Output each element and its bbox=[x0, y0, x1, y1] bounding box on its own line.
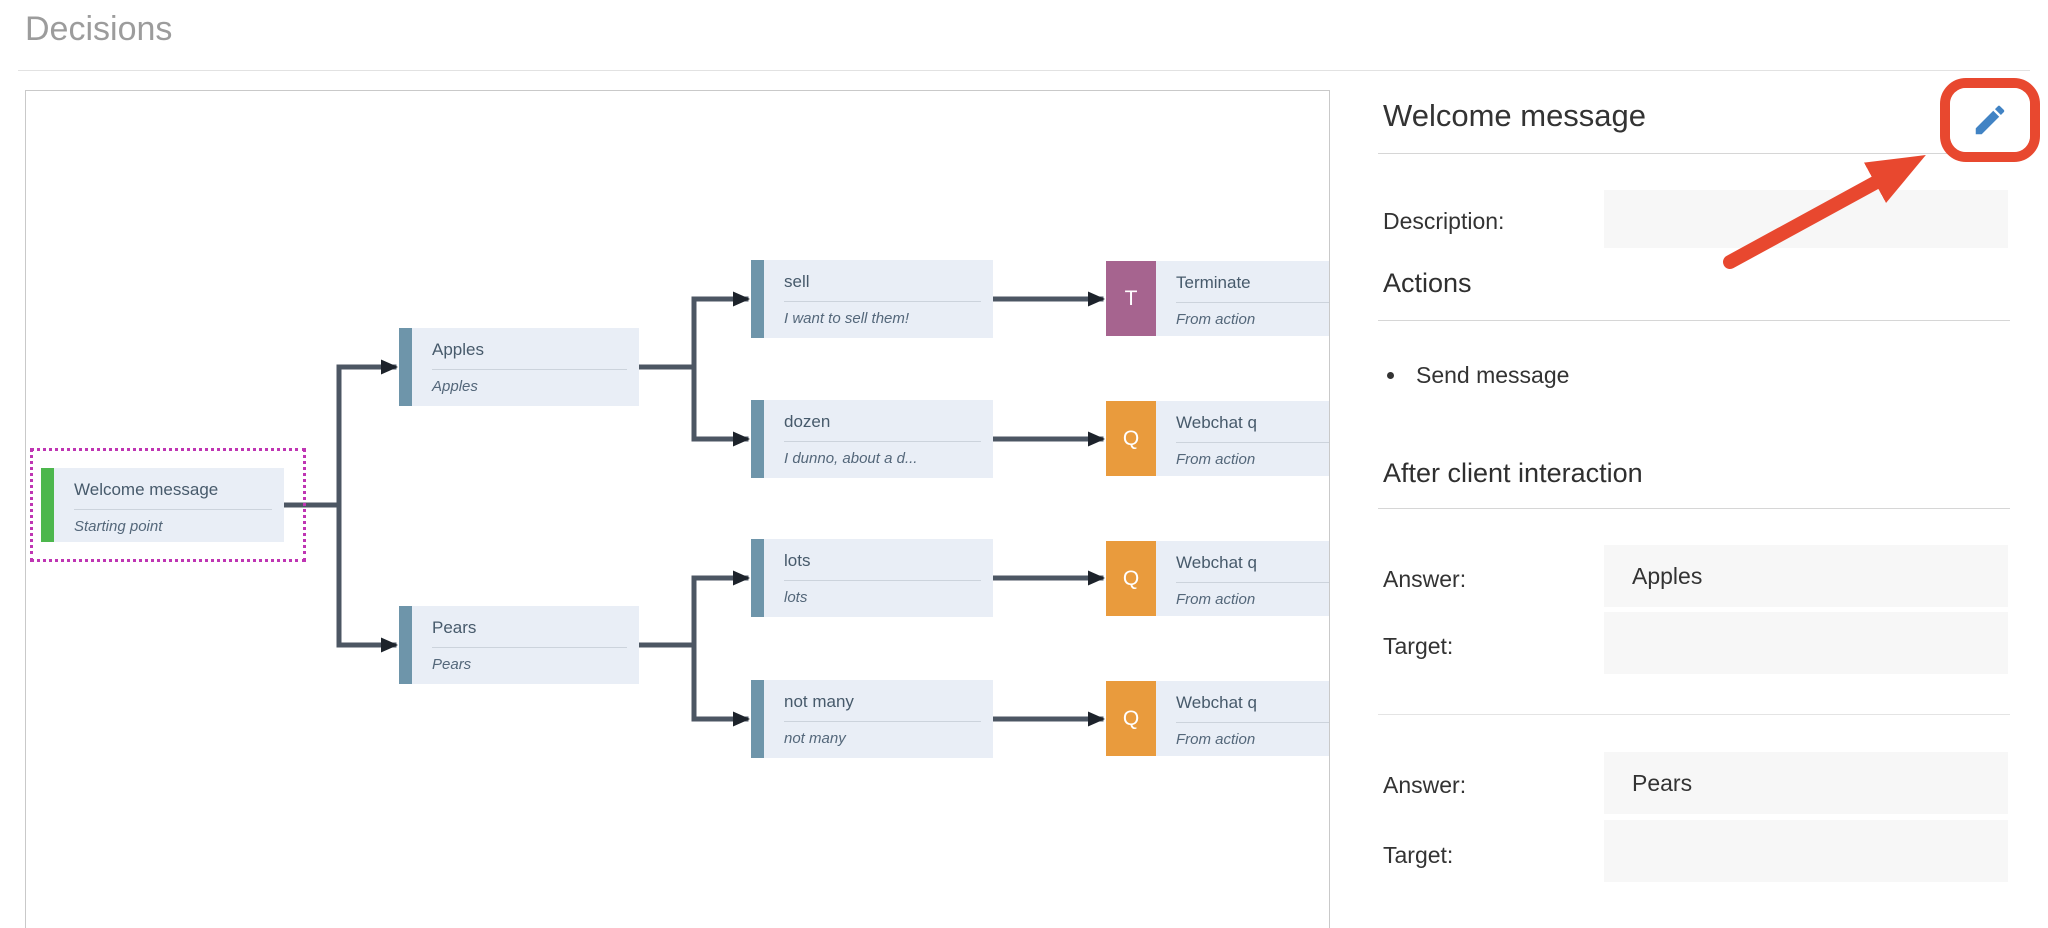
node-subtitle: Starting point bbox=[74, 518, 163, 535]
target-field bbox=[1604, 612, 2008, 674]
group-divider bbox=[1378, 714, 2010, 715]
node-title: Pears bbox=[432, 606, 627, 648]
description-field bbox=[1604, 190, 2008, 248]
target-label: Target: bbox=[1383, 633, 1454, 659]
question-badge: Q bbox=[1106, 401, 1156, 476]
node-subtitle: I dunno, about a d... bbox=[784, 450, 918, 467]
node-subtitle: From action bbox=[1176, 591, 1256, 608]
pencil-icon bbox=[1975, 105, 2005, 135]
answer-label: Answer: bbox=[1383, 772, 1467, 798]
node-title: Webchat q bbox=[1176, 401, 1329, 443]
actions-list: Send message bbox=[1408, 362, 1569, 389]
node-title: dozen bbox=[784, 400, 981, 442]
decision-tree-canvas[interactable]: Welcome message Starting point Apples Ap… bbox=[25, 90, 1330, 928]
after-interaction-heading: After client interaction bbox=[1383, 458, 1643, 488]
tree-node-lots[interactable]: lots lots bbox=[751, 539, 993, 617]
node-title: not many bbox=[784, 680, 981, 722]
edit-button[interactable] bbox=[1950, 88, 2030, 152]
decision-node-bar bbox=[751, 539, 764, 617]
tree-node-dozen[interactable]: dozen I dunno, about a d... bbox=[751, 400, 993, 478]
answer-field: Pears bbox=[1604, 752, 2008, 814]
node-title: Apples bbox=[432, 328, 627, 370]
tree-node-terminate[interactable]: T Terminate From action bbox=[1106, 261, 1329, 336]
tree-node-apples[interactable]: Apples Apples bbox=[399, 328, 639, 406]
action-item-send-message: Send message bbox=[1408, 362, 1569, 389]
tree-node-pears[interactable]: Pears Pears bbox=[399, 606, 639, 684]
header-divider bbox=[18, 70, 2030, 71]
selected-node-outline bbox=[30, 448, 306, 562]
node-title: Webchat q bbox=[1176, 681, 1329, 723]
node-title: lots bbox=[784, 539, 981, 581]
node-title: sell bbox=[784, 260, 981, 302]
decision-node-bar bbox=[751, 400, 764, 478]
node-title: Terminate bbox=[1176, 261, 1329, 303]
description-label: Description: bbox=[1383, 208, 1505, 234]
decision-node-bar bbox=[399, 606, 412, 684]
decision-node-bar bbox=[399, 328, 412, 406]
node-subtitle: I want to sell them! bbox=[784, 310, 910, 327]
answer-field: Apples bbox=[1604, 545, 2008, 607]
node-title: Webchat q bbox=[1176, 541, 1329, 583]
node-subtitle: From action bbox=[1176, 311, 1256, 328]
node-subtitle: From action bbox=[1176, 451, 1256, 468]
tree-connectors bbox=[281, 291, 1105, 727]
answer-label: Answer: bbox=[1383, 566, 1467, 592]
node-subtitle: Apples bbox=[432, 378, 478, 395]
detail-panel-title: Welcome message bbox=[1383, 98, 1647, 133]
decision-node-bar bbox=[751, 260, 764, 338]
start-node-bar bbox=[41, 468, 54, 542]
tree-node-webchat-q-3[interactable]: Q Webchat q From action bbox=[1106, 681, 1329, 756]
question-badge: Q bbox=[1106, 681, 1156, 756]
node-subtitle: From action bbox=[1176, 731, 1256, 748]
node-subtitle: Pears bbox=[432, 656, 472, 673]
actions-heading: Actions bbox=[1383, 268, 1472, 298]
tree-node-not-many[interactable]: not many not many bbox=[751, 680, 993, 758]
tree-node-webchat-q-2[interactable]: Q Webchat q From action bbox=[1106, 541, 1329, 616]
title-divider bbox=[1378, 153, 2010, 154]
node-subtitle: not many bbox=[784, 730, 846, 747]
target-field bbox=[1604, 820, 2008, 882]
actions-divider bbox=[1378, 320, 2010, 321]
annotation-highlight-circle bbox=[1940, 78, 2040, 162]
after-interaction-divider bbox=[1378, 508, 2010, 509]
node-subtitle: lots bbox=[784, 589, 808, 606]
decision-node-bar bbox=[751, 680, 764, 758]
target-label: Target: bbox=[1383, 842, 1454, 868]
page-title: Decisions bbox=[25, 10, 173, 48]
node-title: Welcome message bbox=[74, 468, 272, 510]
tree-node-welcome-message[interactable]: Welcome message Starting point bbox=[41, 468, 284, 542]
tree-node-sell[interactable]: sell I want to sell them! bbox=[751, 260, 993, 338]
tree-node-webchat-q-1[interactable]: Q Webchat q From action bbox=[1106, 401, 1329, 476]
question-badge: Q bbox=[1106, 541, 1156, 616]
terminate-badge: T bbox=[1106, 261, 1156, 336]
